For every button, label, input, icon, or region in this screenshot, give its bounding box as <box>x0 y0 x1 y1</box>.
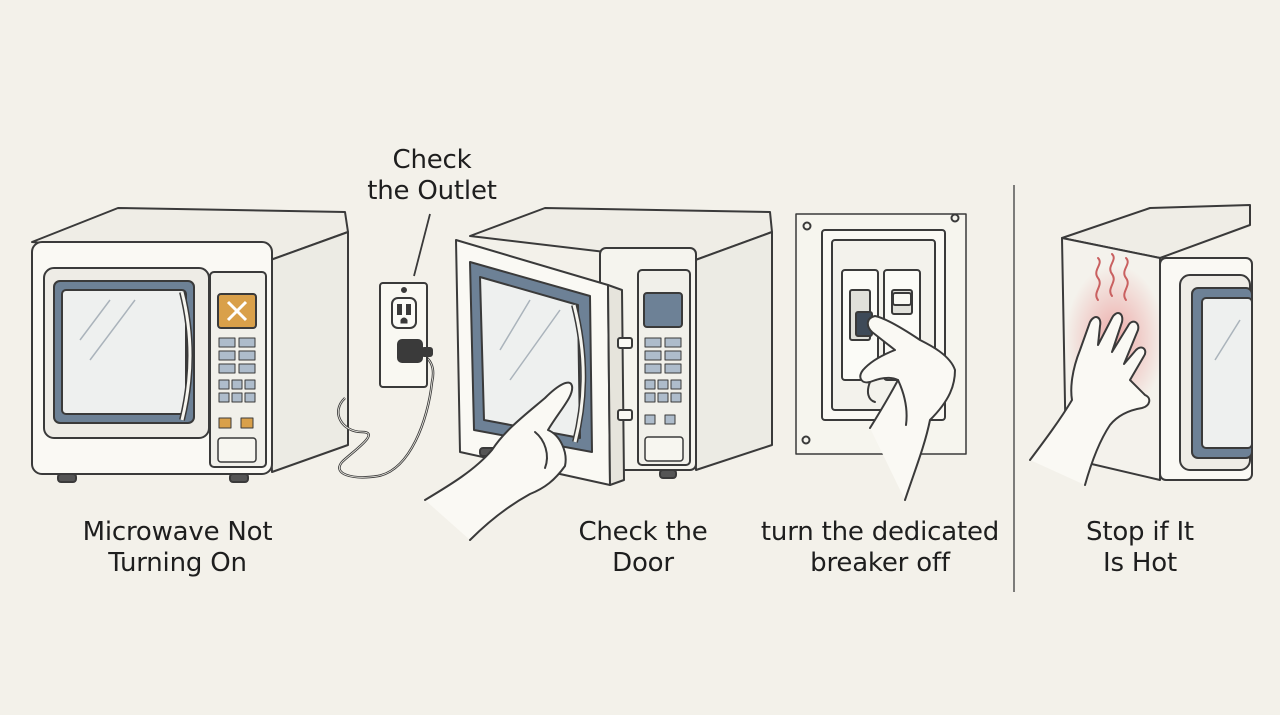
label-line-1: turn the dedicated <box>760 517 1000 547</box>
label-line-2: Is Hot <box>1103 548 1177 578</box>
outlet-icon <box>379 282 428 388</box>
breaker-panel-icon <box>795 213 967 455</box>
hand-icon <box>859 315 956 501</box>
step-label-stop-if-hot: Stop if It Is Hot <box>1050 517 1230 579</box>
label-line-2: breaker off <box>810 548 950 578</box>
step-label-check-outlet: Check the Outlet <box>352 145 512 207</box>
hand-icon <box>424 381 574 541</box>
microwave-icon <box>31 207 349 483</box>
outlet-callout-line <box>413 213 431 277</box>
step-label-check-door: Check the Door <box>553 517 733 579</box>
x-mark-icon <box>226 300 248 322</box>
heat-waves-icon <box>1095 253 1129 301</box>
plug-icon <box>397 339 433 363</box>
hand-icon <box>1029 312 1151 486</box>
step-label-microwave-not-turning-on: Microwave Not Turning On <box>55 517 300 579</box>
label-line-1: Check the <box>578 517 708 547</box>
label-line-1: Check <box>392 145 472 175</box>
label-line-2: Turning On <box>108 548 247 578</box>
label-line-2: Door <box>612 548 674 578</box>
label-line-1: Microwave Not <box>82 517 273 547</box>
label-line-2: the Outlet <box>367 176 497 206</box>
label-line-1: Stop if It <box>1086 517 1194 547</box>
step-label-turn-breaker-off: turn the dedicated breaker off <box>755 517 1005 579</box>
